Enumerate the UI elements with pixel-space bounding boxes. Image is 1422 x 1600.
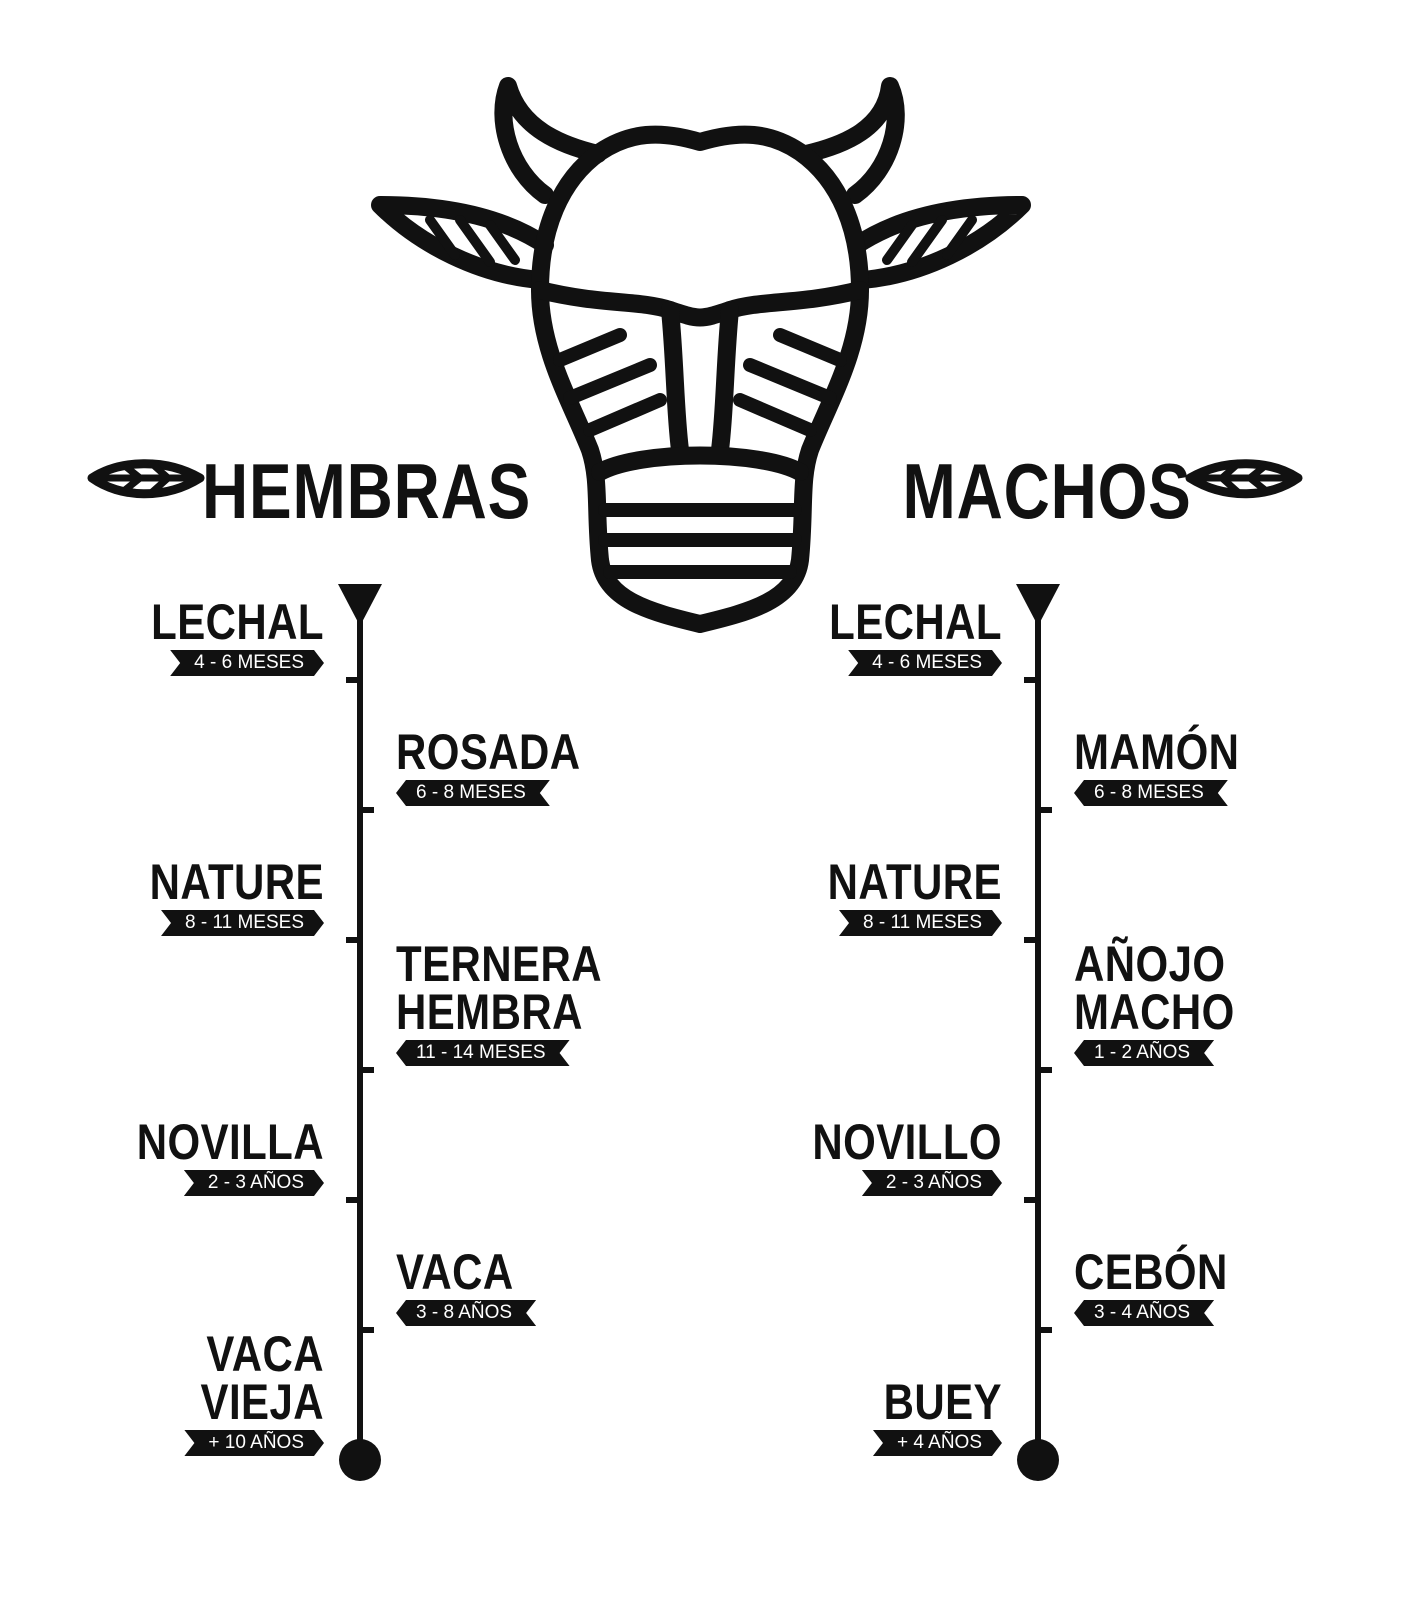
- triangle-down-icon: [338, 584, 382, 626]
- stage-name: LECHAL: [829, 594, 1002, 650]
- age-tag: 8 - 11 MESES: [161, 910, 324, 936]
- cow-head-icon: [371, 77, 1031, 633]
- age-tag: 2 - 3 AÑOS: [862, 1170, 1002, 1196]
- stage-name: VACA VIEJA: [200, 1326, 324, 1430]
- age-tag: 11 - 14 MESES: [396, 1040, 570, 1066]
- stage-name: NATURE: [149, 854, 324, 910]
- age-tag: 4 - 6 MESES: [170, 650, 324, 676]
- stage-name: MAMÓN: [1074, 724, 1240, 780]
- stage-name: NOVILLA: [136, 1114, 324, 1170]
- age-tag: 8 - 11 MESES: [839, 910, 1002, 936]
- leaf-icon-right: [1185, 459, 1303, 499]
- stage-machos-6: BUEY+ 4 AÑOS: [772, 1374, 1002, 1456]
- age-tag: 6 - 8 MESES: [396, 780, 550, 806]
- stage-hembras-6: VACA VIEJA+ 10 AÑOS: [94, 1326, 324, 1456]
- stage-name: AÑOJO MACHO: [1074, 936, 1235, 1040]
- age-tag: 2 - 3 AÑOS: [184, 1170, 324, 1196]
- triangle-down-icon: [1016, 584, 1060, 626]
- dot-icon: [1017, 1439, 1059, 1481]
- stage-name: LECHAL: [151, 594, 324, 650]
- age-tag: 3 - 8 AÑOS: [396, 1300, 536, 1326]
- heading-machos: MACHOS: [902, 447, 1192, 535]
- age-tag: 1 - 2 AÑOS: [1074, 1040, 1214, 1066]
- timelines: [338, 584, 1060, 1481]
- heading-hembras: HEMBRAS: [202, 447, 532, 535]
- dot-icon: [339, 1439, 381, 1481]
- stage-name: ROSADA: [396, 724, 581, 780]
- age-tag: + 10 AÑOS: [184, 1430, 324, 1456]
- stage-name: TERNERA HEMBRA: [396, 936, 602, 1040]
- stage-name: NATURE: [827, 854, 1002, 910]
- age-tag: + 4 AÑOS: [873, 1430, 1002, 1456]
- age-tag: 6 - 8 MESES: [1074, 780, 1228, 806]
- leaf-icon-left: [87, 459, 205, 499]
- age-tag: 3 - 4 AÑOS: [1074, 1300, 1214, 1326]
- stage-name: CEBÓN: [1074, 1244, 1228, 1300]
- stage-name: NOVILLO: [812, 1114, 1002, 1170]
- stage-name: BUEY: [883, 1374, 1002, 1430]
- stage-name: VACA: [396, 1244, 514, 1300]
- age-tag: 4 - 6 MESES: [848, 650, 1002, 676]
